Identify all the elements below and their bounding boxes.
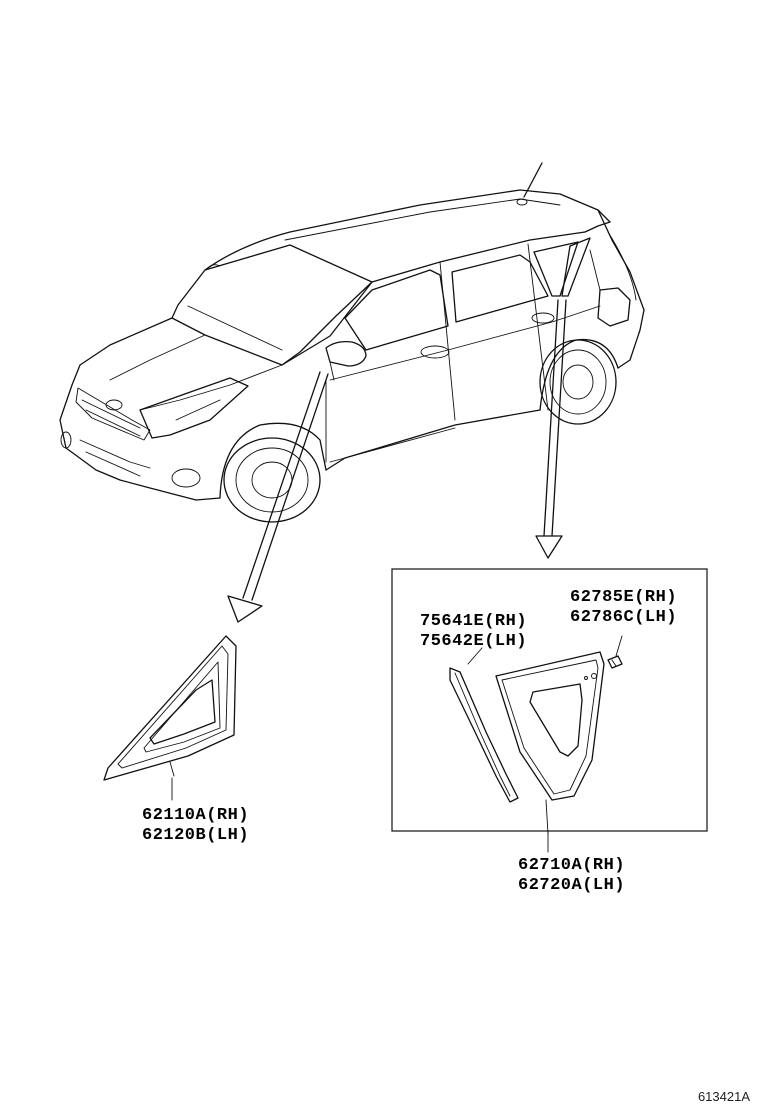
rear-parts-frame xyxy=(391,568,708,832)
rear-quarter-glass-illustration xyxy=(495,651,605,835)
vehicle-illustration xyxy=(59,162,645,523)
pointer-arrow-rear xyxy=(535,299,567,559)
rear-quarter-glass-label-lh: 62720A(LH) xyxy=(518,876,626,895)
clip-illustration xyxy=(607,635,623,669)
moulding-label-rh: 75641E(RH) xyxy=(420,612,528,631)
rear-quarter-glass-label-rh: 62710A(RH) xyxy=(518,856,626,875)
front-quarter-glass-illustration xyxy=(103,635,237,801)
clip-label-rh: 62785E(RH) xyxy=(570,588,678,607)
quarter-window-moulding-illustration xyxy=(449,647,519,803)
pointer-arrow-front xyxy=(227,371,329,623)
clip-label-lh: 62786C(LH) xyxy=(570,608,678,627)
diagram-code: 613421A xyxy=(697,1089,750,1104)
moulding-label-lh: 75642E(LH) xyxy=(420,632,528,651)
front-quarter-glass-label-rh: 62110A(RH) xyxy=(142,806,250,825)
front-quarter-glass-label-lh: 62120B(LH) xyxy=(142,826,250,845)
